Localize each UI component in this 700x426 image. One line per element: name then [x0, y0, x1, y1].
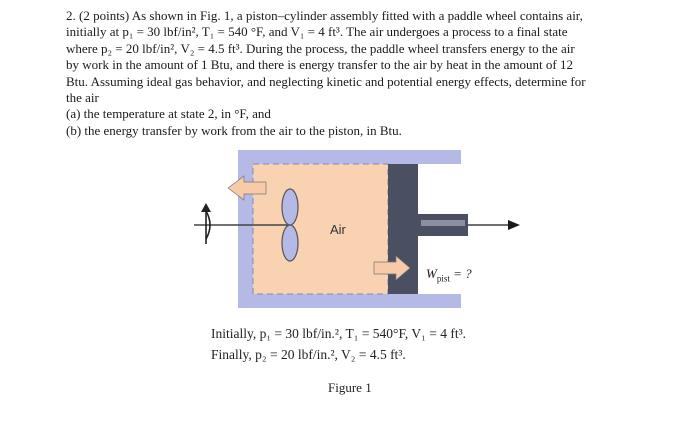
caption-initial-state: Initially, p₁ = 30 lbf/in.², T₁ = 540°F,… — [211, 326, 466, 341]
work-piston-label: Wpist = ? — [426, 266, 472, 284]
piston-rod-highlight — [421, 220, 465, 226]
problem-line: where p₂ = 20 lbf/in², V₂ = 4.5 ft³. Dur… — [66, 40, 575, 56]
question-part-a: (a) the temperature at state 2, in °F, a… — [66, 106, 271, 122]
caption-final-state: Finally, p₂ = 20 lbf/in.², V₂ = 4.5 ft³. — [211, 347, 406, 362]
rotation-arrow-icon — [205, 210, 211, 240]
question-part-b: (b) the energy transfer by work from the… — [66, 122, 402, 138]
air-label: Air — [330, 222, 346, 237]
work-subscript: pist — [436, 273, 450, 284]
problem-statement: 2. (2 points) As shown in Fig. 1, a pist… — [66, 8, 652, 139]
air-region — [252, 163, 389, 295]
cylinder-wall-top — [238, 150, 461, 164]
piston — [388, 164, 418, 294]
problem-line: 2. (2 points) As shown in Fig. 1, a pist… — [66, 8, 583, 23]
figure-caption: Figure 1 — [328, 380, 372, 395]
paddle-blade-bottom — [281, 224, 299, 262]
problem-line: Btu. Assuming ideal gas behavior, and ne… — [66, 73, 586, 89]
piston-motion-arrowhead — [508, 220, 520, 230]
work-symbol: W — [426, 266, 437, 281]
heat-arrow — [227, 175, 267, 201]
problem-line: the air — [66, 90, 99, 106]
cylinder-wall-bottom — [238, 294, 461, 308]
rotation-arrowhead-icon — [201, 203, 211, 212]
problem-line: by work in the amount of 1 Btu, and ther… — [66, 57, 573, 73]
paddle-blade-top — [281, 188, 299, 226]
problem-line: initially at p₁ = 30 lbf/in², T₁ = 540 °… — [66, 24, 568, 40]
work-arrow — [373, 255, 411, 281]
cylinder-wall-left — [238, 150, 253, 308]
work-unknown: = ? — [449, 266, 472, 281]
